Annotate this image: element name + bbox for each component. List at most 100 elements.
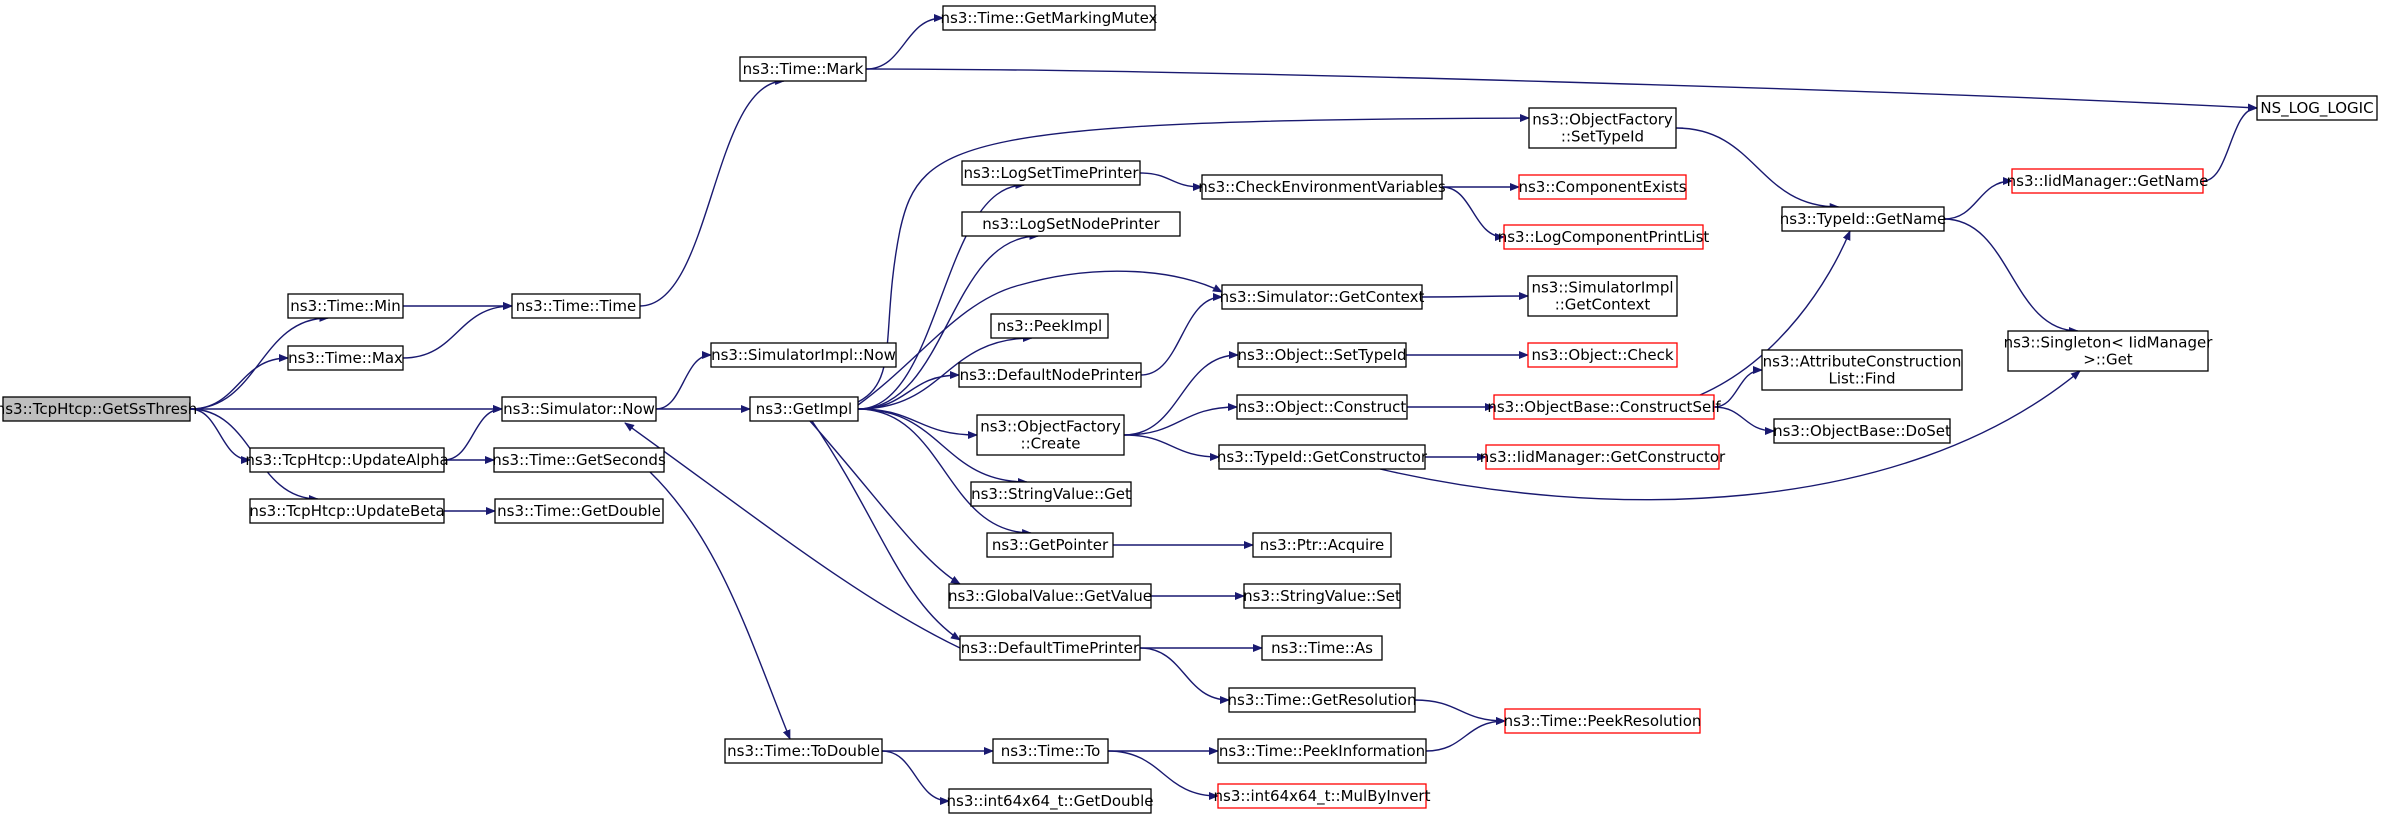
node-time_mark[interactable]: ns3::Time::Mark xyxy=(739,56,867,82)
edge-time_getres-to-time_peekres xyxy=(1414,699,1506,725)
node-check_env[interactable]: ns3::CheckEnvironmentVariables xyxy=(1198,174,1446,200)
node-label: ns3::StringValue::Set xyxy=(1243,587,1401,605)
node-sim_now[interactable]: ns3::Simulator::Now xyxy=(501,396,657,422)
node-simimpl_now[interactable]: ns3::SimulatorImpl::Now xyxy=(710,342,897,368)
node-object_settypeid[interactable]: ns3::Object::SetTypeId xyxy=(1237,342,1407,368)
node-label: ns3::LogSetTimePrinter xyxy=(963,164,1139,182)
node-box xyxy=(2007,330,2209,372)
edge-getimpl-to-peekimpl xyxy=(857,334,1033,410)
edge-objfactory_create-to-typeid_getconstructor xyxy=(1123,434,1220,461)
edge-time_peekinfo-to-time_peekres xyxy=(1425,717,1506,752)
node-update_alpha[interactable]: ns3::TcpHtcp::UpdateAlpha xyxy=(245,447,449,473)
node-box xyxy=(501,396,657,422)
edge-getimpl-to-globalvalue_get xyxy=(809,420,961,585)
node-box xyxy=(739,56,867,82)
edge-iid_getname-to-ns_log_logic xyxy=(2202,104,2258,182)
node-time_peekres[interactable]: ns3::Time::PeekResolution xyxy=(1504,708,1702,734)
node-box xyxy=(986,532,1114,558)
node-label: ns3::Time::As xyxy=(1271,639,1373,657)
node-component_exists[interactable]: ns3::ComponentExists xyxy=(1518,174,1687,200)
node-logsettime[interactable]: ns3::LogSetTimePrinter xyxy=(961,160,1141,186)
node-label: ns3::CheckEnvironmentVariables xyxy=(1198,178,1446,196)
node-label: ns3::GetPointer xyxy=(992,536,1109,554)
node-objfactory_settypeid[interactable]: ns3::ObjectFactory::SetTypeId xyxy=(1528,107,1677,149)
node-globalvalue_get[interactable]: ns3::GlobalValue::GetValue xyxy=(948,583,1152,609)
node-label: ::SetTypeId xyxy=(1561,128,1644,146)
node-object_construct[interactable]: ns3::Object::Construct xyxy=(1236,394,1408,420)
node-label: ns3::int64x64_t::MulByInvert xyxy=(1214,787,1431,806)
node-getssthresh[interactable]: ns3::TcpHtcp::GetSsThresh xyxy=(0,396,197,422)
node-box xyxy=(2256,95,2378,121)
edge-getimpl-to-defnodeprinter xyxy=(857,371,960,410)
node-stringvalue_set[interactable]: ns3::StringValue::Set xyxy=(1243,583,1401,609)
node-stringvalue_get[interactable]: ns3::StringValue::Get xyxy=(970,481,1132,507)
node-box xyxy=(1773,418,1951,444)
node-box xyxy=(494,498,664,524)
node-sim_getcontext[interactable]: ns3::Simulator::GetContext xyxy=(1220,284,1425,310)
node-label: ns3::Time::PeekResolution xyxy=(1504,712,1702,730)
node-label: ns3::Time::PeekInformation xyxy=(1219,742,1425,760)
node-time_getres[interactable]: ns3::Time::GetResolution xyxy=(1228,687,1417,713)
node-object_check[interactable]: ns3::Object::Check xyxy=(1527,342,1678,368)
node-objectbase_doset[interactable]: ns3::ObjectBase::DoSet xyxy=(1773,418,1951,444)
node-box xyxy=(1781,206,1945,232)
edge-getimpl-to-objfactory_settypeid xyxy=(857,114,1530,403)
node-box xyxy=(1201,174,1443,200)
node-getimpl[interactable]: ns3::GetImpl xyxy=(749,396,859,422)
node-box xyxy=(1236,394,1408,420)
node-iid_getname[interactable]: ns3::IidManager::GetName xyxy=(2007,168,2209,194)
node-time_max[interactable]: ns3::Time::Max xyxy=(287,345,404,371)
node-box xyxy=(249,447,445,473)
node-time_min[interactable]: ns3::Time::Min xyxy=(287,293,404,319)
node-typeid_getname[interactable]: ns3::TypeId::GetName xyxy=(1780,206,1946,232)
node-objectbase_constructself[interactable]: ns3::ObjectBase::ConstructSelf xyxy=(1487,394,1721,420)
node-label: ns3::TcpHtcp::GetSsThresh xyxy=(0,400,197,418)
node-logsetnode[interactable]: ns3::LogSetNodePrinter xyxy=(961,211,1181,237)
node-label: ns3::SimulatorImpl xyxy=(1531,279,1673,297)
node-simimpl_getcontext[interactable]: ns3::SimulatorImpl::GetContext xyxy=(1527,275,1678,317)
node-marking_mutex[interactable]: ns3::Time::GetMarkingMutex xyxy=(941,5,1158,31)
node-int64_getdouble[interactable]: ns3::int64x64_t::GetDouble xyxy=(947,788,1154,814)
node-update_beta[interactable]: ns3::TcpHtcp::UpdateBeta xyxy=(249,498,445,524)
edge-sim_now-to-simimpl_now xyxy=(655,351,712,410)
node-time_time[interactable]: ns3::Time::Time xyxy=(511,293,641,319)
node-ptr_acquire[interactable]: ns3::Ptr::Acquire xyxy=(1252,532,1392,558)
node-box xyxy=(1528,107,1677,149)
edge-todouble-to-int64_getdouble xyxy=(881,750,950,805)
edge-objfactory_settypeid-to-typeid_getname xyxy=(1675,127,1840,211)
node-box xyxy=(958,362,1142,388)
node-box xyxy=(2,396,191,422)
node-box xyxy=(1217,783,1427,809)
node-deftimeprinter[interactable]: ns3::DefaultTimePrinter xyxy=(959,635,1141,661)
node-label: ns3::ObjectFactory xyxy=(1532,111,1673,129)
node-objfactory_create[interactable]: ns3::ObjectFactory::Create xyxy=(976,414,1125,456)
node-todouble[interactable]: ns3::Time::ToDouble xyxy=(724,738,883,764)
node-label: ns3::StringValue::Get xyxy=(971,485,1131,503)
edge-getimpl-to-logsettime xyxy=(857,181,1026,410)
node-label: ns3::GetImpl xyxy=(756,400,852,418)
edge-get_seconds-to-todouble xyxy=(649,471,791,740)
node-getpointer[interactable]: ns3::GetPointer xyxy=(986,532,1114,558)
node-box xyxy=(942,5,1156,31)
node-time_as[interactable]: ns3::Time::As xyxy=(1261,635,1383,661)
node-iid_getconstructor[interactable]: ns3::IidManager::GetConstructor xyxy=(1480,444,1726,470)
node-box xyxy=(1504,708,1701,734)
node-typeid_getconstructor[interactable]: ns3::TypeId::GetConstructor xyxy=(1217,444,1428,470)
edge-getimpl-to-stringvalue_get xyxy=(857,408,1028,486)
node-singleton_get[interactable]: ns3::Singleton< IidManager >::Get xyxy=(2004,330,2214,372)
node-time_getdouble[interactable]: ns3::Time::GetDouble xyxy=(494,498,664,524)
node-defnodeprinter[interactable]: ns3::DefaultNodePrinter xyxy=(958,362,1142,388)
node-time_to[interactable]: ns3::Time::To xyxy=(992,738,1109,764)
node-box xyxy=(1527,342,1678,368)
node-box xyxy=(1217,738,1427,764)
edge-objectbase_constructself-to-typeid_getname xyxy=(1699,230,1851,396)
node-mulbyinvert[interactable]: ns3::int64x64_t::MulByInvert xyxy=(1214,783,1431,809)
node-time_peekinfo[interactable]: ns3::Time::PeekInformation xyxy=(1217,738,1427,764)
node-label: ns3::ComponentExists xyxy=(1518,178,1686,196)
node-get_seconds[interactable]: ns3::Time::GetSeconds xyxy=(492,447,666,473)
node-logcomp_printlist[interactable]: ns3::LogComponentPrintList xyxy=(1498,224,1710,250)
node-peekimpl[interactable]: ns3::PeekImpl xyxy=(990,313,1109,339)
node-ns_log_logic[interactable]: NS_LOG_LOGIC xyxy=(2256,95,2378,121)
